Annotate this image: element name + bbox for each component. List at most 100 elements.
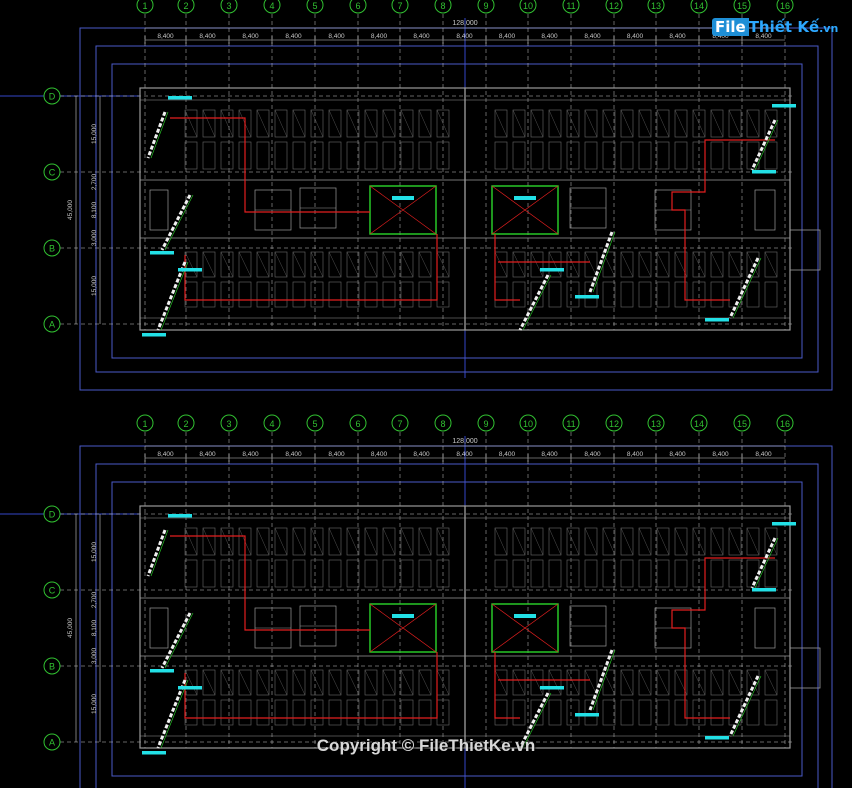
desk-cluster <box>310 251 324 278</box>
column-label: 12 <box>609 419 619 429</box>
bay-dimension: 8,400 <box>371 451 388 458</box>
desk-cluster <box>256 527 270 556</box>
desk-diagonal <box>494 251 508 278</box>
riser-symbol <box>146 529 167 577</box>
pipe-route <box>170 117 370 213</box>
desk-cluster <box>238 699 252 726</box>
desk-diagonal <box>530 669 544 696</box>
desk-cluster <box>602 281 616 308</box>
desk-diagonal <box>512 251 526 278</box>
desk-cluster <box>382 109 396 138</box>
column-label: 3 <box>226 1 231 11</box>
desk-cluster <box>328 109 342 138</box>
desk-cluster <box>346 251 360 278</box>
cyan-tag <box>178 268 202 272</box>
desk-cluster <box>548 699 562 726</box>
desk-cluster <box>494 109 508 138</box>
column-label: 5 <box>312 1 317 11</box>
riser-symbol <box>750 537 777 589</box>
desk-cluster <box>494 699 508 726</box>
row-bubble <box>43 581 61 599</box>
desk-cluster <box>566 527 580 556</box>
desk-cluster <box>548 559 562 588</box>
desk-cluster <box>674 527 688 556</box>
desk-cluster <box>184 109 198 138</box>
desk-cluster <box>292 251 306 278</box>
desk-cluster <box>256 109 270 138</box>
desk-cluster <box>400 141 414 170</box>
equipment-cross <box>491 603 559 653</box>
desk-cluster <box>400 699 414 726</box>
desk-cluster <box>620 141 634 170</box>
column-bubble <box>434 0 452 14</box>
riser-label-line <box>150 111 169 159</box>
desk-diagonal <box>184 669 198 696</box>
desk-cluster <box>566 109 580 138</box>
equipment-box <box>491 603 559 653</box>
row-label: B <box>49 662 55 672</box>
desk-cluster <box>728 669 742 696</box>
desk-cluster <box>566 281 580 308</box>
desk-cluster <box>602 141 616 170</box>
row-dimension: 8,100 <box>91 201 98 218</box>
drawing-border <box>111 481 803 777</box>
column-bubble <box>177 414 195 432</box>
desk-diagonal <box>328 669 342 696</box>
bay-dimension: 8,400 <box>328 33 345 40</box>
desk-cluster <box>674 281 688 308</box>
overall-dimension: 128,000 <box>452 20 477 27</box>
desk-diagonal <box>584 109 598 138</box>
desk-diagonal <box>364 251 378 278</box>
cyan-tag <box>142 333 166 337</box>
desk-cluster <box>602 559 616 588</box>
desk-cluster <box>238 281 252 308</box>
bay-dimension: 8,400 <box>499 451 516 458</box>
cyan-tag <box>540 686 564 690</box>
desk-cluster <box>638 251 652 278</box>
drawing-border <box>95 45 819 373</box>
desk-diagonal <box>620 669 634 696</box>
column-bubble <box>136 414 154 432</box>
row-dimension: 2,700 <box>91 591 98 608</box>
desk-cluster <box>728 527 742 556</box>
desk-diagonal <box>548 669 562 696</box>
desk-cluster <box>256 281 270 308</box>
desk-diagonal <box>710 109 724 138</box>
desk-cluster <box>692 669 706 696</box>
building-wing-left <box>139 505 466 749</box>
column-bubble <box>605 414 623 432</box>
stair <box>149 189 169 231</box>
row-label: C <box>49 168 56 178</box>
copyright-watermark: Copyright © FileThietKe.vn <box>316 736 536 755</box>
desk-cluster <box>274 699 288 726</box>
desk-cluster <box>400 527 414 556</box>
desk-cluster <box>566 669 580 696</box>
desk-diagonal <box>256 669 270 696</box>
desk-diagonal <box>310 251 324 278</box>
cyan-tag <box>705 318 729 322</box>
desk-cluster <box>656 251 670 278</box>
bay-dimension: 8,400 <box>584 451 601 458</box>
desk-cluster <box>292 669 306 696</box>
riser-label-line <box>522 692 552 749</box>
desk-diagonal <box>436 109 450 138</box>
equipment-box <box>369 185 437 235</box>
desk-cluster <box>310 109 324 138</box>
column-label: 11 <box>566 1 575 11</box>
desk-diagonal <box>310 109 324 138</box>
desk-diagonal <box>400 109 414 138</box>
desk-cluster <box>382 559 396 588</box>
column-bubble <box>391 0 409 14</box>
desk-diagonal <box>692 669 706 696</box>
desk-diagonal <box>512 527 526 556</box>
cyan-tag <box>168 514 192 518</box>
desk-cluster <box>328 699 342 726</box>
desk-diagonal <box>382 527 396 556</box>
bay-dimension: 8,400 <box>413 33 430 40</box>
column-bubble <box>562 0 580 14</box>
column-label: 3 <box>226 419 231 429</box>
riser-label-line <box>160 261 189 331</box>
desk-cluster <box>274 669 288 696</box>
desk-cluster <box>764 559 778 588</box>
